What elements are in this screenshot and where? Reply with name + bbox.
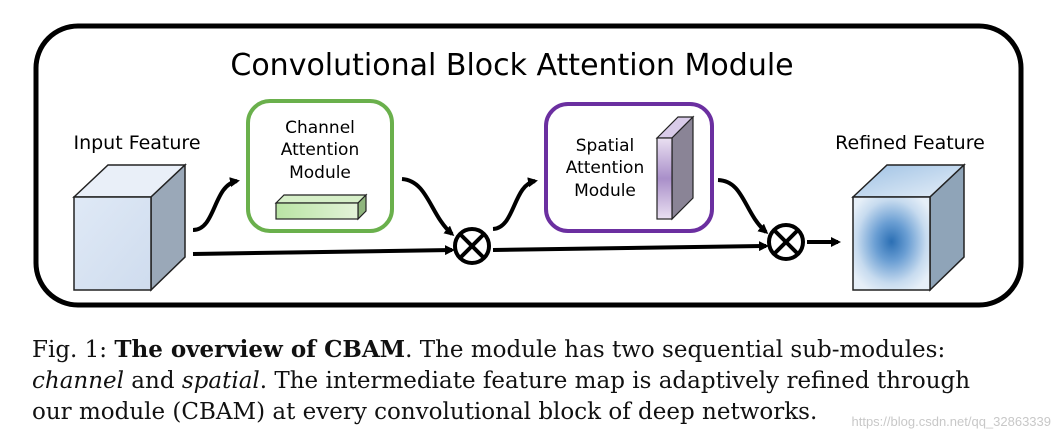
input-feature-label: Input Feature xyxy=(73,132,200,154)
caption-italic-spatial: spatial xyxy=(181,368,260,394)
flow-arrows xyxy=(192,177,841,256)
channel-attention-bar xyxy=(274,193,368,221)
diagram-title: Convolutional Block Attention Module xyxy=(230,48,793,83)
caption-text-4: our module (CBAM) at every convolutional… xyxy=(32,399,818,425)
refined-feature-label: Refined Feature xyxy=(835,132,985,154)
caption-italic-channel: channel xyxy=(32,368,124,394)
caption-text-1: . The module has two sequential sub-modu… xyxy=(405,337,946,363)
watermark: https://blog.csdn.net/qq_32863339 xyxy=(851,414,1052,429)
arrow-input-to-multiply1 xyxy=(192,245,455,256)
arrow-multiply1-to-spatial xyxy=(492,177,538,231)
multiply-circle-icon xyxy=(767,223,805,261)
multiply-circle-icon xyxy=(453,227,491,265)
channel-module-line1: Channel xyxy=(285,118,355,138)
caption-text-3: . The intermediate feature map is adapti… xyxy=(259,368,971,394)
channel-module-line3: Module xyxy=(289,163,351,183)
spatial-attention-map xyxy=(655,115,695,221)
caption-text-2: and xyxy=(124,368,182,394)
arrow-multiply1-to-multiply2 xyxy=(492,241,769,252)
arrow-spatial-to-multiply2 xyxy=(717,178,769,234)
arrow-input-to-channel xyxy=(192,177,240,232)
cbam-diagram: Convolutional Block Attention Module Inp… xyxy=(33,23,1024,308)
input-feature-cube xyxy=(72,163,187,292)
figure-caption: Fig. 1: The overview of CBAM. The module… xyxy=(32,334,1022,428)
module-frame xyxy=(33,23,1024,308)
spatial-module-line2: Attention xyxy=(566,158,644,178)
refined-feature-cube xyxy=(851,163,966,292)
channel-module-line2: Attention xyxy=(281,140,359,160)
spatial-module-line1: Spatial xyxy=(576,136,635,156)
caption-prefix: Fig. 1: xyxy=(32,337,115,363)
spatial-module-line3: Module xyxy=(574,181,636,201)
arrow-channel-to-multiply1 xyxy=(401,177,455,236)
caption-bold-title: The overview of CBAM xyxy=(114,336,406,363)
